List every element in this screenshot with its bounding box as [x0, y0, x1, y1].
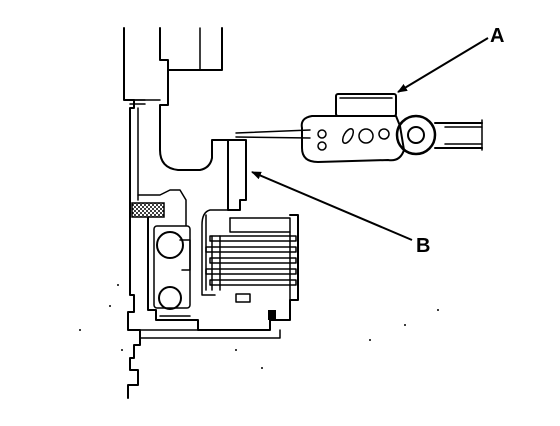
label-b: B	[416, 235, 430, 257]
clutch-plates	[205, 235, 297, 291]
housing-wall	[123, 27, 161, 399]
leader-arrow-b	[251, 171, 413, 241]
knurled-ring	[131, 202, 165, 218]
dial-indicator-tool	[235, 114, 483, 163]
component-a-block	[335, 93, 397, 117]
clutch-drum	[139, 214, 299, 339]
bearing-assembly	[153, 225, 276, 320]
shaft-hub	[137, 27, 246, 226]
scatter-dots	[79, 284, 439, 369]
leader-arrow-a	[397, 37, 489, 93]
label-a: A	[490, 25, 504, 47]
